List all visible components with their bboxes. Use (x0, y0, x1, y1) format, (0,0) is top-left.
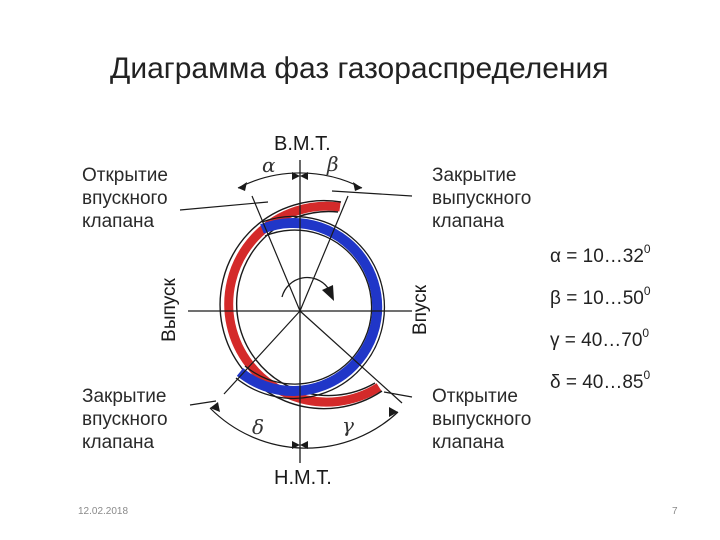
exhaust-arc (224, 201, 382, 407)
exhaust-close-label: Закрытие выпускного клапана (432, 165, 532, 232)
alpha-range: α = 10…320 (550, 242, 651, 267)
alpha-symbol: α (262, 153, 276, 177)
exhaust-arc-outline-outer (219, 199, 383, 410)
angle-ranges: α = 10…320 β = 10…500 γ = 40…700 δ = 40…… (550, 232, 651, 400)
delta-range: δ = 40…850 (550, 368, 651, 393)
intake-open-label: Открытие впускного клапана (82, 165, 168, 232)
page-number: 7 (672, 506, 678, 517)
footer-date: 12.02.2018 (78, 506, 129, 517)
beta-range: β = 10…500 (550, 284, 651, 309)
exhaust-stroke-label: Выпуск (159, 278, 180, 342)
beta-symbol: β (327, 152, 339, 176)
rotation-arrow (281, 276, 329, 298)
page-title: Диаграмма фаз газораспределения (110, 52, 609, 85)
gamma-range: γ = 40…700 (550, 326, 650, 351)
intake-arc-outline-outer (235, 215, 386, 400)
bdc-label: Н.М.Т. (274, 467, 332, 489)
intake-arc (236, 218, 383, 396)
intake-stroke-label: Впуск (410, 284, 431, 336)
tdc-label: В.М.Т. (274, 133, 331, 155)
gamma-symbol: γ (342, 413, 354, 437)
intake-close-label: Закрытие впускного клапана (82, 386, 168, 453)
exhaust-open-label: Открытие выпускного клапана (432, 386, 532, 453)
delta-symbol: δ (252, 415, 265, 439)
intake-arc-outline-inner (244, 229, 373, 385)
